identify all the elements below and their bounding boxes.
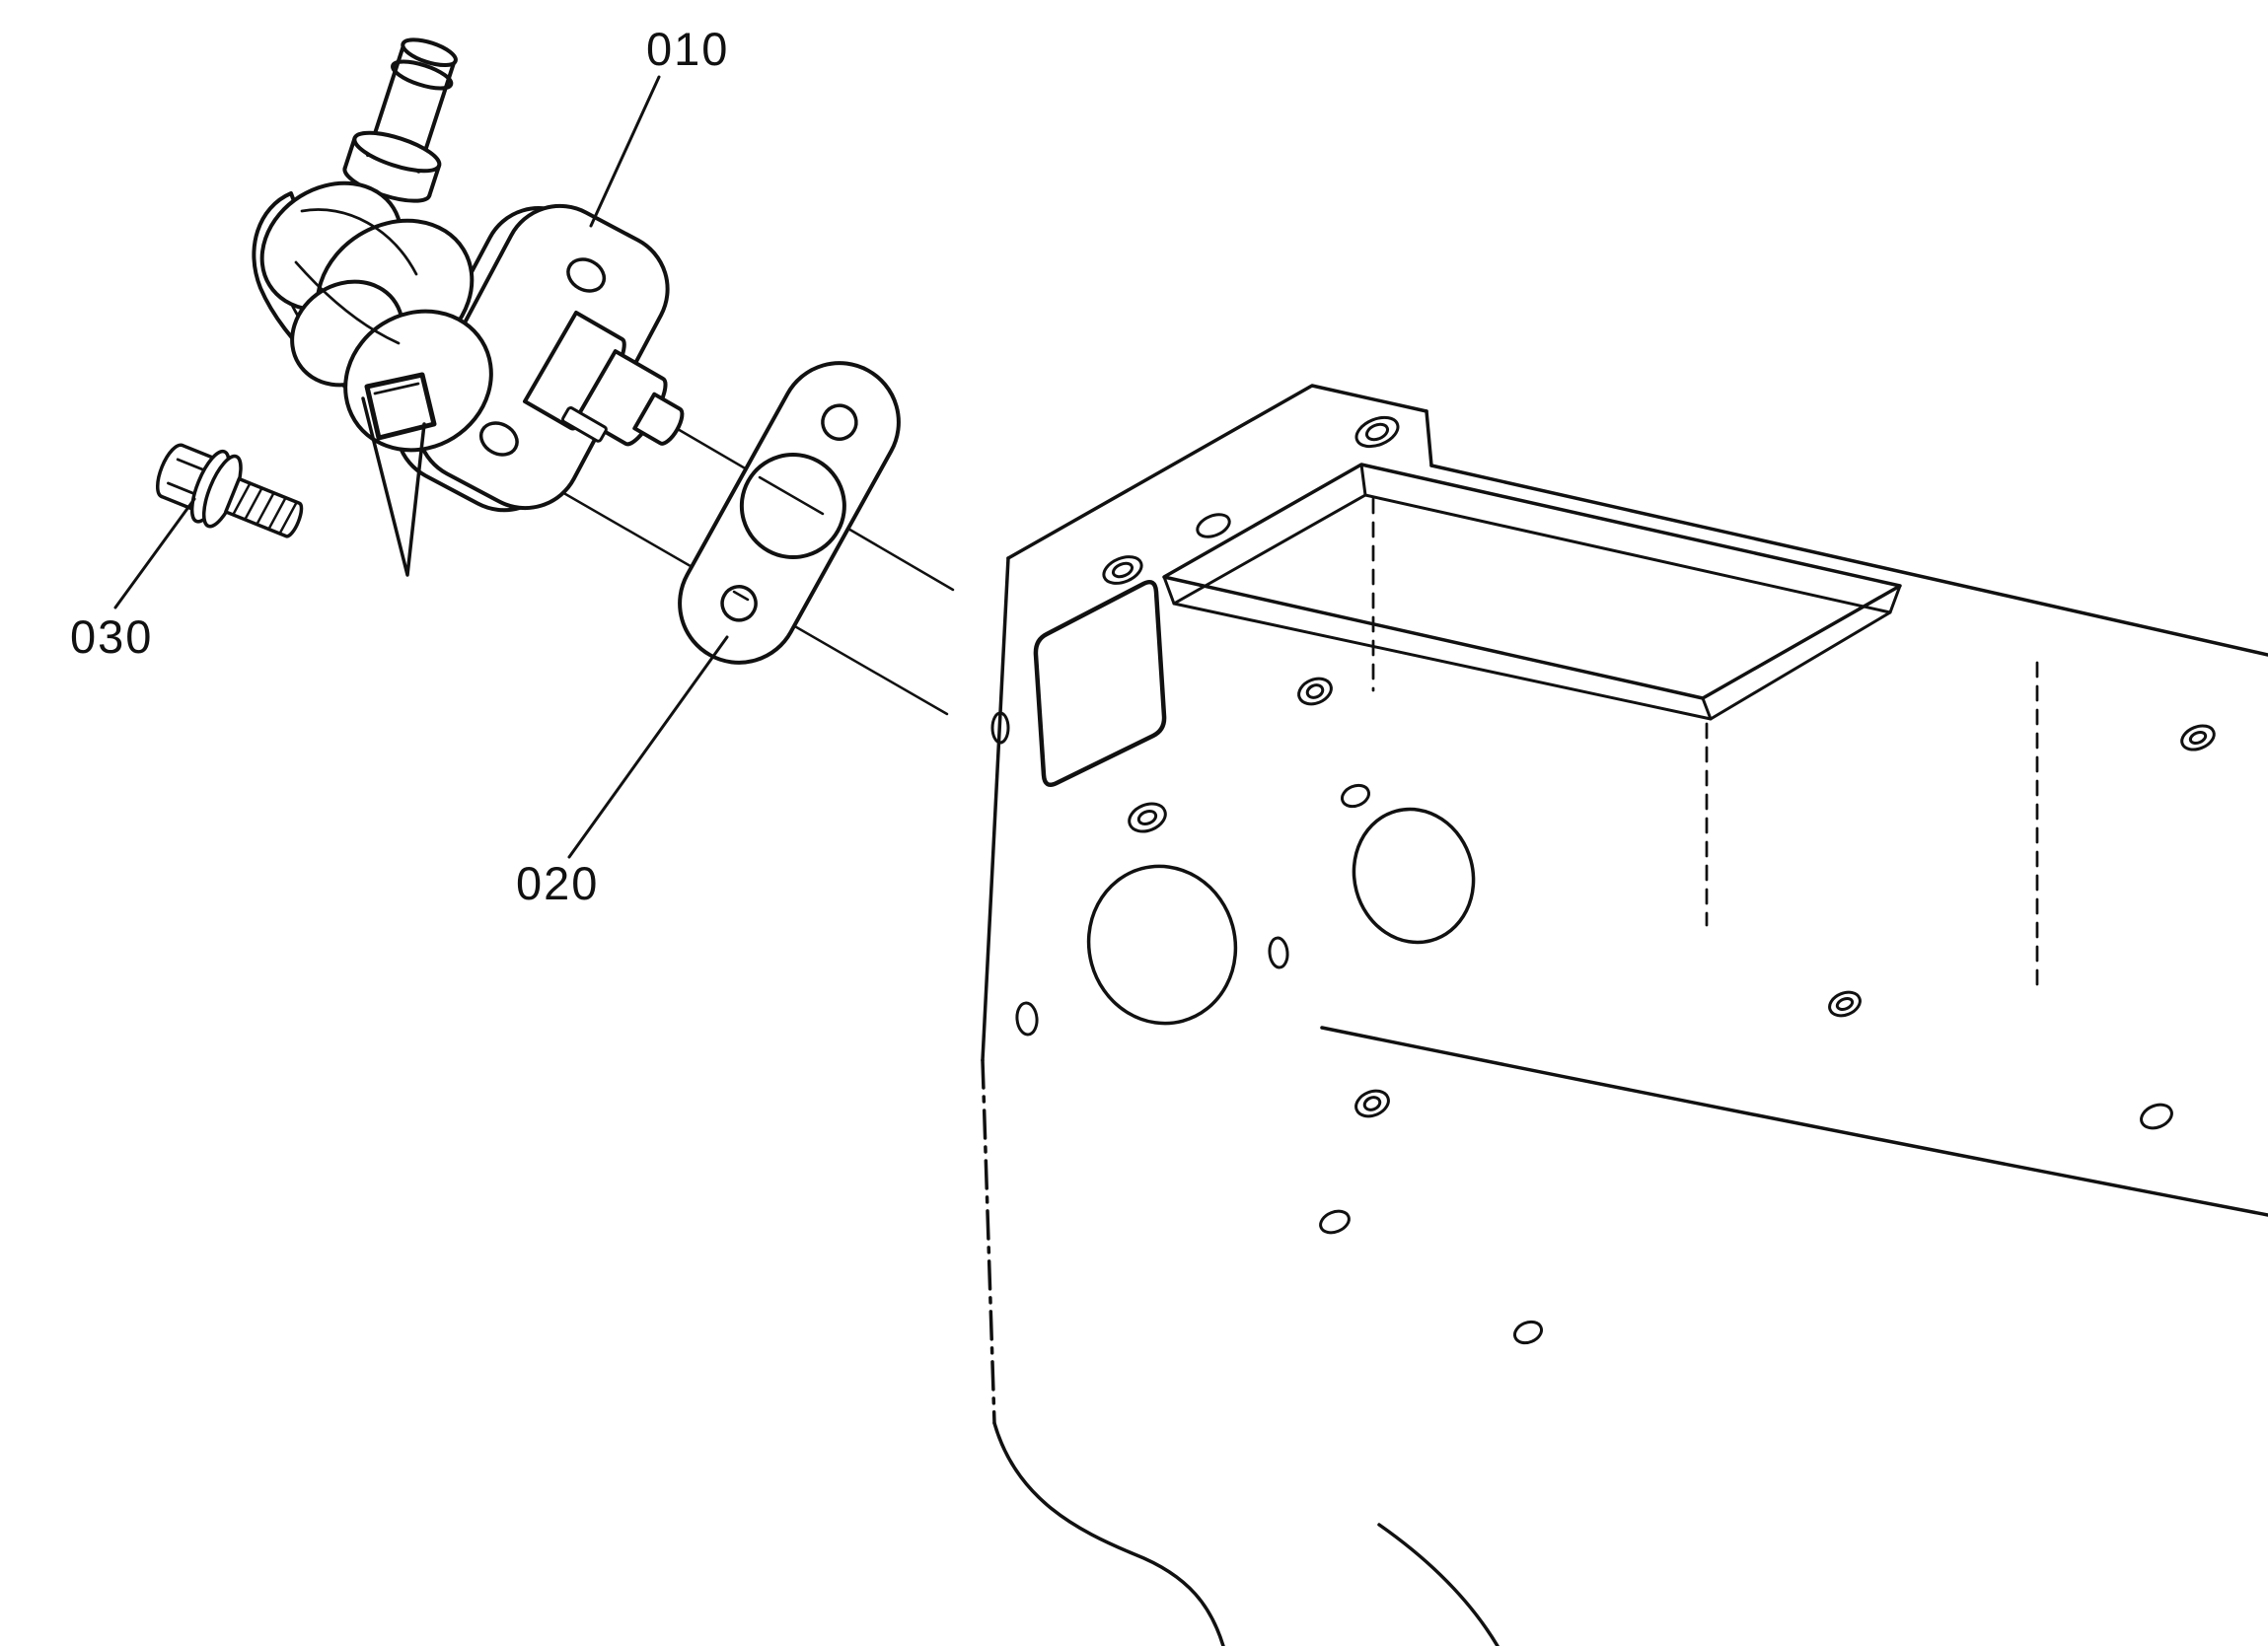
callout-020: 020 xyxy=(516,635,729,909)
block-side-window xyxy=(1033,580,1167,787)
hole xyxy=(1268,936,1289,969)
bolt-thread xyxy=(278,500,298,536)
hole xyxy=(1102,555,1143,585)
collar-side xyxy=(427,163,442,198)
secondary-bore xyxy=(1352,807,1476,945)
gasket-plate xyxy=(678,361,901,665)
plunger-slot xyxy=(560,406,608,443)
block-top-pocket xyxy=(1162,463,2039,996)
block-bottom-curve-2 xyxy=(1377,1523,1500,1646)
hole xyxy=(1128,802,1167,833)
block-bores xyxy=(1086,807,1476,1026)
inlet-hose-nipple xyxy=(342,37,458,203)
plunger-tip xyxy=(632,392,685,446)
hole-inner xyxy=(2188,730,2208,746)
hole-inner xyxy=(1835,996,1855,1012)
pump-plunger xyxy=(523,310,685,447)
block-left-edge-hidden xyxy=(981,1058,996,1425)
pocket-floor xyxy=(1172,493,1892,721)
flange-bolt-hole-bottom xyxy=(478,421,519,457)
alignment-line-through-bolt-hole xyxy=(732,590,750,602)
hole xyxy=(1196,513,1231,538)
callout-label-010: 010 xyxy=(646,23,729,75)
lever-lower-arm xyxy=(361,396,426,577)
body-window-inner-line xyxy=(373,382,420,395)
pocket-corner xyxy=(1162,575,1176,606)
engine-block xyxy=(981,384,2268,1646)
hole xyxy=(2180,724,2216,751)
leader-line-010 xyxy=(589,75,661,228)
block-bottom-left-curve xyxy=(992,1421,1225,1646)
pocket-corner xyxy=(1701,696,1713,721)
callout-030: 030 xyxy=(70,497,196,663)
gasket xyxy=(678,361,901,665)
fuel-pump-assembly xyxy=(252,37,685,577)
pocket-corner xyxy=(1359,463,1367,497)
pump-body xyxy=(259,180,493,453)
hole-inner xyxy=(1305,683,1325,699)
bolt-thread xyxy=(267,496,287,531)
nipple-barb-bead xyxy=(391,59,454,91)
callout-label-020: 020 xyxy=(516,857,599,909)
hole xyxy=(1354,415,1400,449)
collar-side xyxy=(342,136,357,171)
hole xyxy=(2140,1103,2173,1130)
callout-010: 010 xyxy=(589,23,729,228)
leader-line-030 xyxy=(113,497,196,609)
body-ridge-line xyxy=(294,260,401,345)
block-back-rim xyxy=(1429,464,2268,657)
block-lower-right-edge xyxy=(1320,1026,2268,1217)
hole-inner xyxy=(1362,1096,1382,1111)
main-bore xyxy=(1086,864,1238,1026)
hole xyxy=(1015,1001,1039,1037)
callouts: 010 020 030 xyxy=(70,23,729,909)
pocket-corner xyxy=(1888,584,1902,614)
hole xyxy=(1512,1320,1544,1345)
hole-inner xyxy=(1111,561,1134,579)
hole xyxy=(1354,1089,1390,1118)
pocket-rim xyxy=(1162,463,1902,700)
block-back-step xyxy=(1425,409,1433,467)
flange-bolt-hole-top xyxy=(566,257,607,293)
body-ridge-line xyxy=(300,208,418,276)
bolt-thread xyxy=(256,491,275,526)
block-left-edge xyxy=(981,556,1010,1062)
block-bolt-holes xyxy=(990,415,2216,1345)
hole xyxy=(1319,1209,1351,1235)
block-top-ridge xyxy=(1006,384,1428,560)
hole xyxy=(1340,783,1371,809)
hole xyxy=(1297,677,1333,706)
bolt-thread xyxy=(244,486,263,522)
nipple-top-cap xyxy=(401,37,458,68)
alignment-line-through-center-hole xyxy=(758,475,825,516)
callout-label-030: 030 xyxy=(70,610,153,663)
bolt-thread xyxy=(231,481,252,517)
hole-inner xyxy=(1136,809,1158,826)
mounting-bolt xyxy=(155,443,304,538)
hole xyxy=(990,711,1010,745)
gasket-center-hole xyxy=(739,453,846,560)
leader-line-020 xyxy=(567,635,729,859)
gasket-bolt-hole-top xyxy=(821,403,858,441)
hole xyxy=(1828,990,1862,1018)
hole-inner xyxy=(1364,422,1390,442)
gasket-bolt-hole-bottom xyxy=(720,585,758,622)
